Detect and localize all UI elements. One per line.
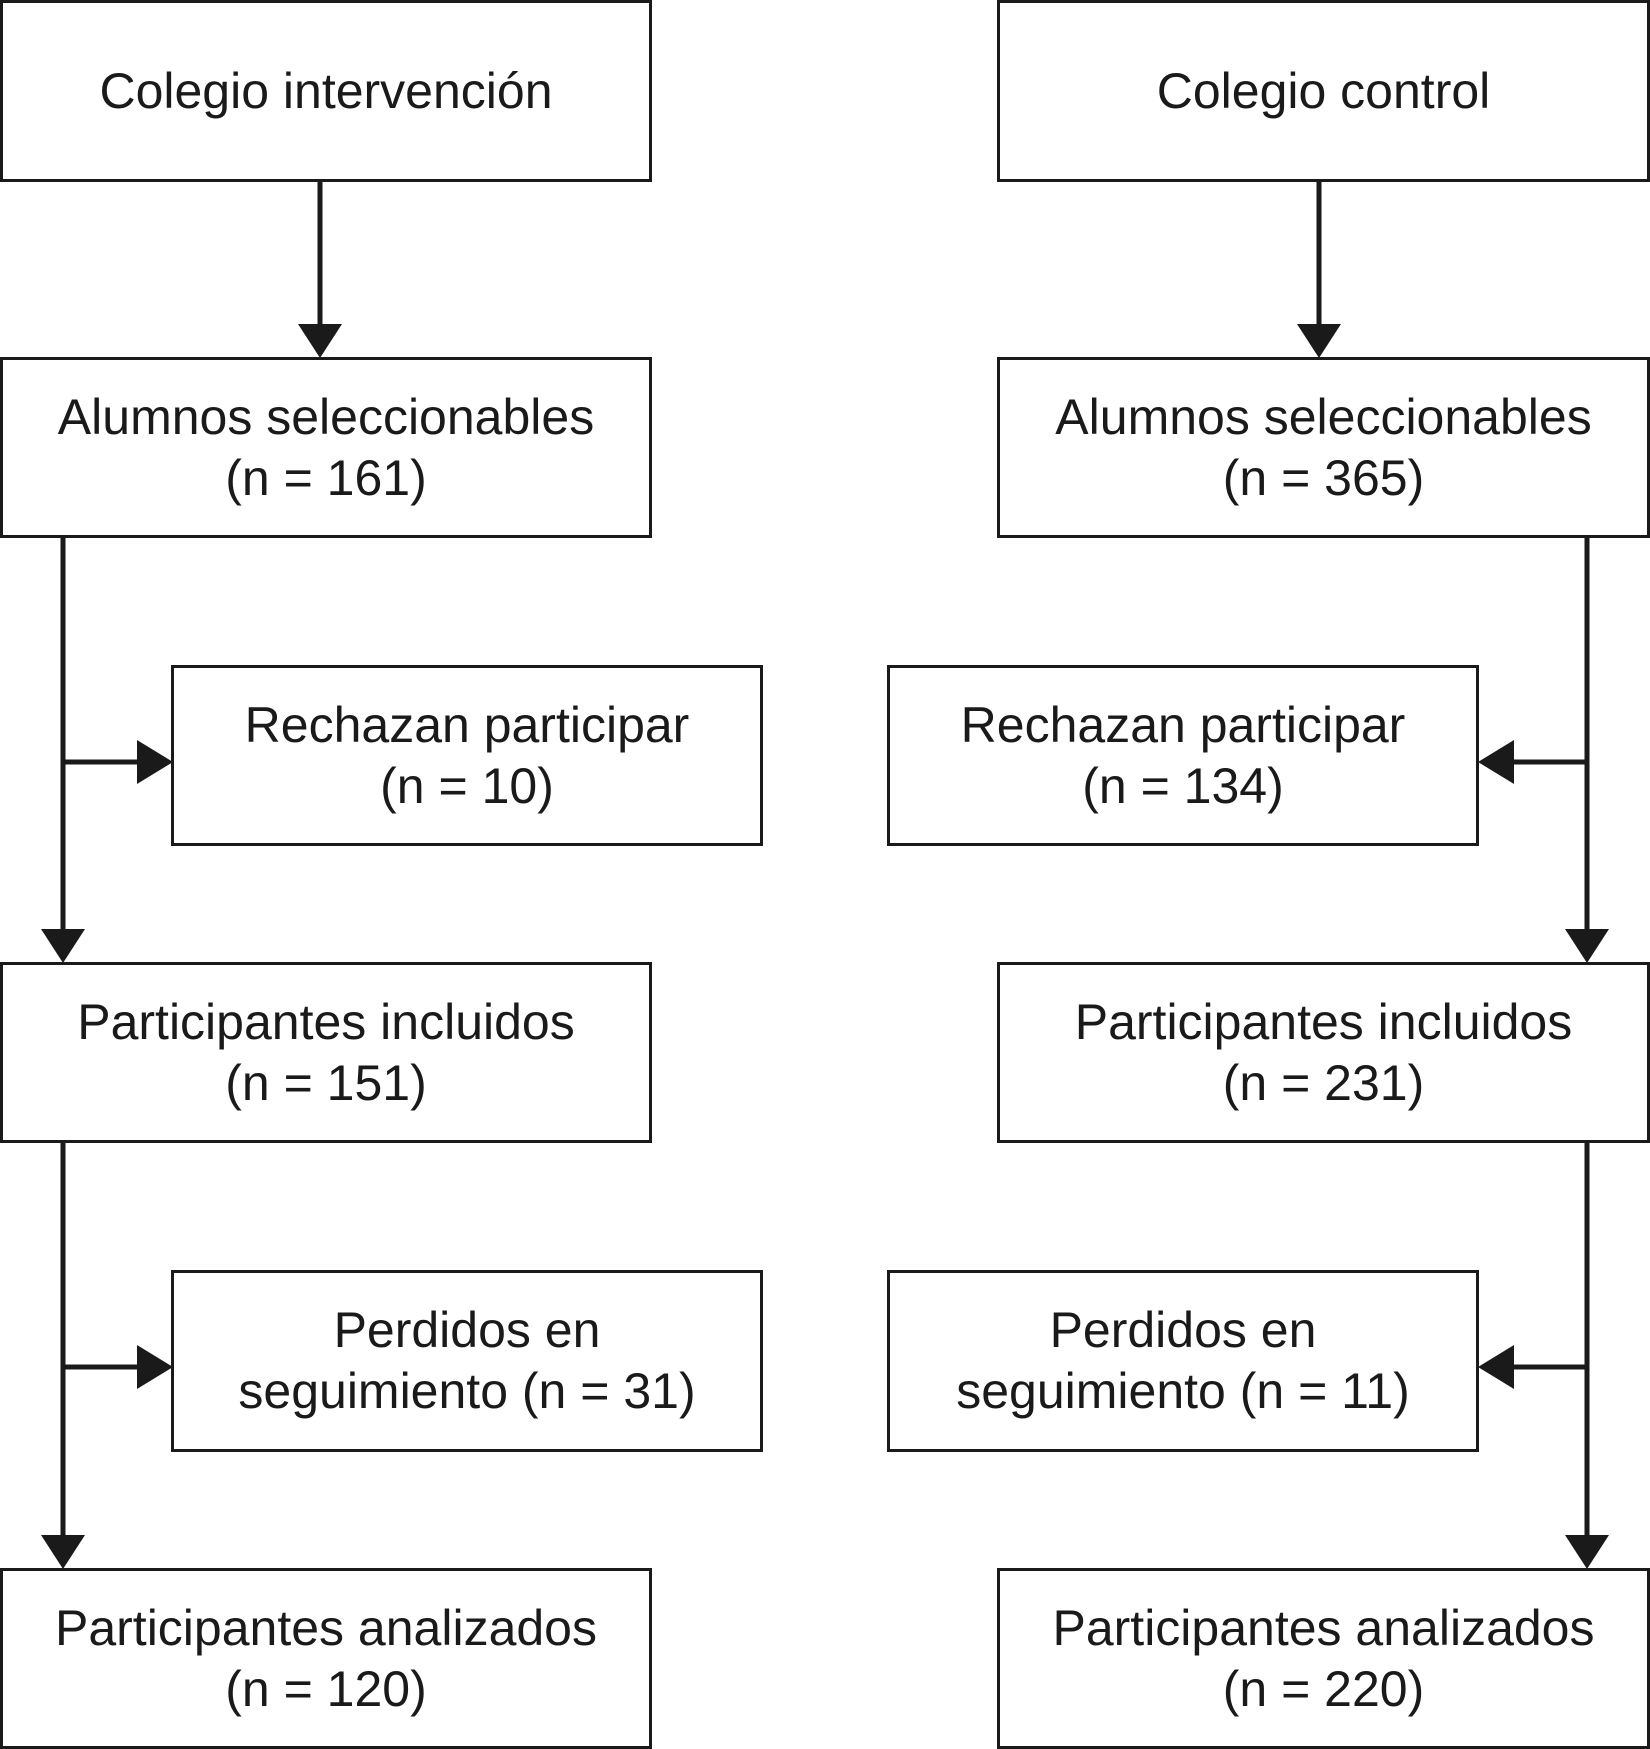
control-included-box: Participantes incluidos (n = 231) (997, 962, 1650, 1143)
intervention-analyzed-label: Participantes analizados (55, 1599, 597, 1656)
arrowhead-down-icon (41, 1535, 85, 1569)
control-included-label: Participantes incluidos (1074, 993, 1573, 1050)
intervention-refused-label: Rechazan participar (244, 696, 690, 753)
intervention-analyzed-box: Participantes analizados (n = 120) (0, 1568, 652, 1749)
arrowhead-down-icon (1565, 929, 1609, 963)
control-refused-box: Rechazan participar (n = 134) (887, 665, 1479, 846)
intervention-eligible-count: (n = 161) (225, 449, 427, 506)
control-analyzed-count: (n = 220) (1222, 1660, 1425, 1717)
arrowhead-down-icon (41, 929, 85, 963)
control-refused-count: (n = 134) (1082, 757, 1284, 814)
arrowhead-down-icon (1565, 1535, 1609, 1569)
control-analyzed-label: Participantes analizados (1052, 1599, 1595, 1656)
intervention-refused-box: Rechazan participar (n = 10) (171, 665, 763, 846)
control-lost-label: Perdidos en (1049, 1302, 1317, 1358)
intervention-analyzed-count: (n = 120) (225, 1660, 427, 1717)
arrowhead-down-icon (298, 324, 342, 358)
control-included-count: (n = 231) (1222, 1054, 1425, 1111)
control-analyzed-box: Participantes analizados (n = 220) (997, 1568, 1650, 1749)
arrowhead-down-icon (1297, 324, 1341, 358)
intervention-school-box: Colegio intervención (0, 0, 652, 182)
arrowhead-left-icon (1478, 1345, 1514, 1389)
intervention-lost-box: Perdidos en seguimiento (n = 31) (171, 1270, 763, 1452)
arrowhead-right-icon (137, 1345, 173, 1389)
control-lost-box: Perdidos en seguimiento (n = 11) (887, 1270, 1479, 1452)
intervention-lost-count: seguimiento (n = 31) (238, 1363, 696, 1419)
intervention-eligible-box: Alumnos seleccionables (n = 161) (0, 357, 652, 538)
arrowhead-left-icon (1478, 740, 1514, 784)
intervention-refused-count: (n = 10) (380, 757, 554, 814)
control-lost-count: seguimiento (n = 11) (956, 1363, 1410, 1419)
control-refused-label: Rechazan participar (960, 696, 1406, 753)
control-eligible-count: (n = 365) (1222, 449, 1425, 506)
control-school-box: Colegio control (997, 0, 1650, 182)
control-eligible-box: Alumnos seleccionables (n = 365) (997, 357, 1650, 538)
arrowhead-right-icon (137, 740, 173, 784)
intervention-school-label: Colegio intervención (99, 62, 553, 119)
control-eligible-label: Alumnos seleccionables (1055, 388, 1592, 445)
intervention-lost-label: Perdidos en (333, 1302, 601, 1358)
control-school-label: Colegio control (1156, 62, 1491, 119)
intervention-included-count: (n = 151) (225, 1054, 427, 1111)
intervention-included-label: Participantes incluidos (77, 993, 575, 1050)
intervention-eligible-label: Alumnos seleccionables (57, 388, 595, 445)
intervention-included-box: Participantes incluidos (n = 151) (0, 962, 652, 1143)
